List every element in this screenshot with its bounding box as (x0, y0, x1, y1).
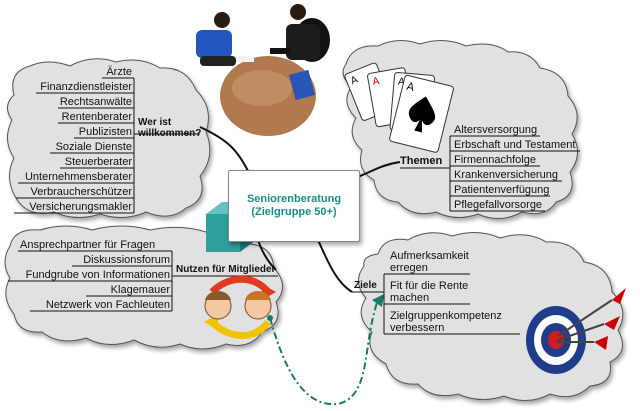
svg-text:A: A (349, 75, 360, 88)
who-item: Unternehmensberater (24, 171, 132, 183)
who-item: Verbraucherschützer (30, 186, 133, 198)
who-item: Rentenberater (61, 111, 132, 123)
branch-who (199, 126, 251, 176)
themes-title: Themen (400, 155, 443, 167)
svg-text:A: A (398, 77, 406, 89)
benefit-item: Klagemauer (110, 284, 170, 296)
business-meeting-icon (196, 4, 330, 136)
branch-benefits (257, 239, 277, 271)
svg-text:A: A (405, 80, 416, 95)
who-title-line1: Wer ist (138, 117, 172, 128)
central-topic-line1: Seniorenberatung (246, 193, 342, 205)
theme-item: Altersversorgung (454, 124, 538, 136)
theme-item: Patientenverfügung (454, 184, 550, 196)
goal-item-line: Aufmerksamkeit (390, 250, 469, 262)
theme-item: Firmennachfolge (454, 154, 536, 166)
goal-item-line: Zielgruppenkompetenz (390, 310, 502, 322)
playing-cards-icon: A A A A (344, 62, 454, 153)
who-item: Publizisten (78, 126, 132, 138)
people-exchange-icon (204, 275, 276, 339)
benefit-item: Ansprechpartner für Fragen (20, 239, 156, 251)
branch-goals (317, 239, 353, 293)
theme-item: Erbschaft und Testament (454, 139, 576, 151)
benefits-title: Nutzen für Mitglieder (176, 264, 276, 275)
goal-item-line: erregen (390, 262, 428, 274)
benefit-item: Fundgrube von Informationen (25, 269, 170, 281)
who-item: Steuerberater (64, 156, 132, 168)
who-item: Soziale Dienste (55, 141, 132, 153)
connector-arrowhead (372, 294, 384, 307)
who-item: Ärzte (106, 66, 132, 78)
theme-item: Krankenversicherung (454, 169, 558, 181)
dashed-connector (269, 299, 379, 406)
who-item: Rechtsanwälte (59, 96, 132, 108)
central-topic-line2: (Zielgruppe 50+) (251, 206, 337, 218)
connector-start-dot (267, 315, 273, 321)
goals-title: Ziele (354, 280, 377, 291)
goal-item-line: verbessern (390, 322, 445, 334)
central-topic[interactable]: Seniorenberatung (Zielgruppe 50+) (228, 170, 360, 242)
who-title-line2: willkommen? (138, 128, 202, 139)
who-item: Versicherungsmakler (29, 201, 132, 213)
goal-item-line: machen (390, 292, 430, 304)
svg-text:A: A (372, 76, 381, 88)
who-item: Finanzdienstleister (40, 81, 132, 93)
benefit-item: Diskussionsforum (83, 254, 170, 266)
theme-item: Pflegefallvorsorge (454, 199, 543, 211)
goal-item-line: Fit für die Rente (390, 280, 469, 292)
benefit-item: Netzwerk von Fachleuten (45, 299, 170, 311)
dartboard-target-icon (526, 288, 626, 374)
